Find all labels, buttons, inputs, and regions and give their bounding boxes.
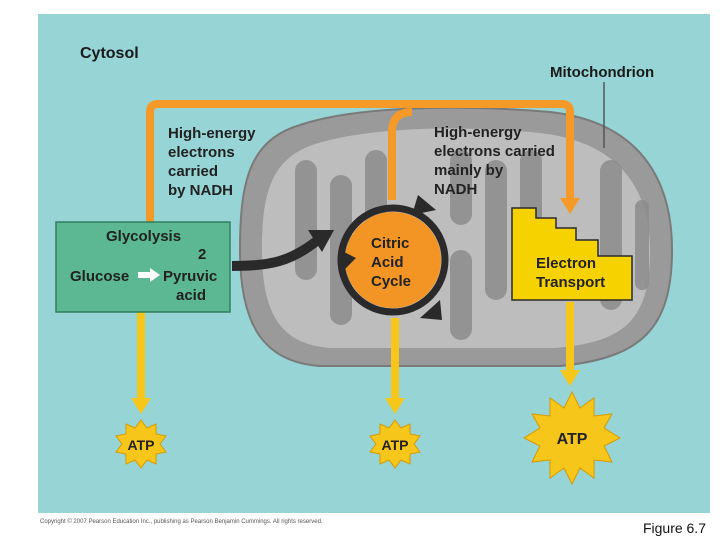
glycolysis-box bbox=[55, 221, 231, 313]
glucose-label: Glucose bbox=[70, 268, 129, 285]
atp-label-right: ATP bbox=[557, 431, 588, 448]
atp-burst-middle bbox=[369, 419, 421, 469]
citric-label-line-2: Acid bbox=[371, 254, 404, 271]
citric-label-line-1: Citric bbox=[371, 235, 409, 252]
cycle-arrowhead-top bbox=[412, 195, 436, 215]
glucose-to-pyruvate-arrow bbox=[138, 268, 160, 282]
copyright-notice: Copyright © 2007 Pearson Education Inc.,… bbox=[40, 518, 323, 525]
pyruvic-count-label: 2 bbox=[198, 246, 206, 263]
citric-cycle-ring bbox=[337, 204, 449, 316]
mitochondrion bbox=[238, 82, 674, 367]
citric-acid-cycle-circle bbox=[345, 212, 441, 308]
nadh-left-line-2: electrons bbox=[168, 144, 235, 161]
nadh-right-line-4: NADH bbox=[434, 181, 477, 198]
atp-burst-left bbox=[115, 419, 167, 469]
figure-caption: Figure 6.7 bbox=[642, 520, 706, 536]
nadh-left-line-4: by NADH bbox=[168, 182, 233, 199]
atp-label-left: ATP bbox=[128, 437, 155, 453]
cycle-arrowhead-bottom bbox=[420, 300, 442, 320]
nadh-right-line-1: High-energy bbox=[434, 124, 522, 141]
cytosol-label: Cytosol bbox=[80, 45, 139, 62]
pyruvate-arrowhead bbox=[308, 230, 334, 252]
glycolysis-label: Glycolysis bbox=[106, 228, 181, 245]
atp-burst-right bbox=[522, 390, 622, 486]
electron-transport-staircase bbox=[511, 207, 633, 301]
atp-arrows bbox=[131, 302, 580, 414]
pyruvate-to-cycle-arrow bbox=[231, 236, 322, 271]
electron-transport-line-2: Transport bbox=[536, 274, 605, 291]
atp-label-middle: ATP bbox=[382, 437, 409, 453]
nadh-left-line-1: High-energy bbox=[168, 125, 256, 142]
citric-label-line-3: Cycle bbox=[371, 273, 411, 290]
cycle-arrowhead-left bbox=[340, 250, 356, 270]
nadh-arrowhead-into-et bbox=[560, 198, 580, 214]
nadh-left-line-3: carried bbox=[168, 163, 218, 180]
nadh-arrow-path bbox=[146, 100, 574, 222]
electron-transport-line-1: Electron bbox=[536, 255, 596, 272]
nadh-right-line-3: mainly by bbox=[434, 162, 504, 179]
nadh-right-line-2: electrons carried bbox=[434, 143, 555, 160]
mitochondrion-label: Mitochondrion bbox=[550, 64, 654, 81]
pyruvic-label-line-2: acid bbox=[176, 287, 206, 304]
pyruvic-label-line-1: Pyruvic bbox=[163, 268, 217, 285]
